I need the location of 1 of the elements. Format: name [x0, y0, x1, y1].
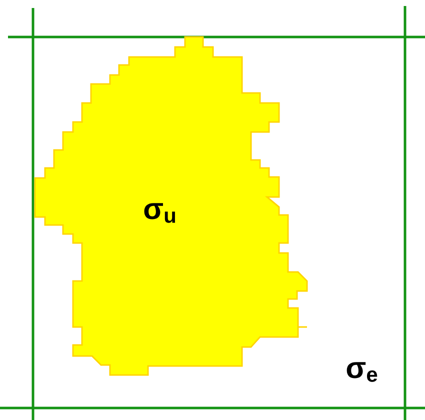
symbol-label: σ$_{e}$ — [346, 362, 378, 382]
